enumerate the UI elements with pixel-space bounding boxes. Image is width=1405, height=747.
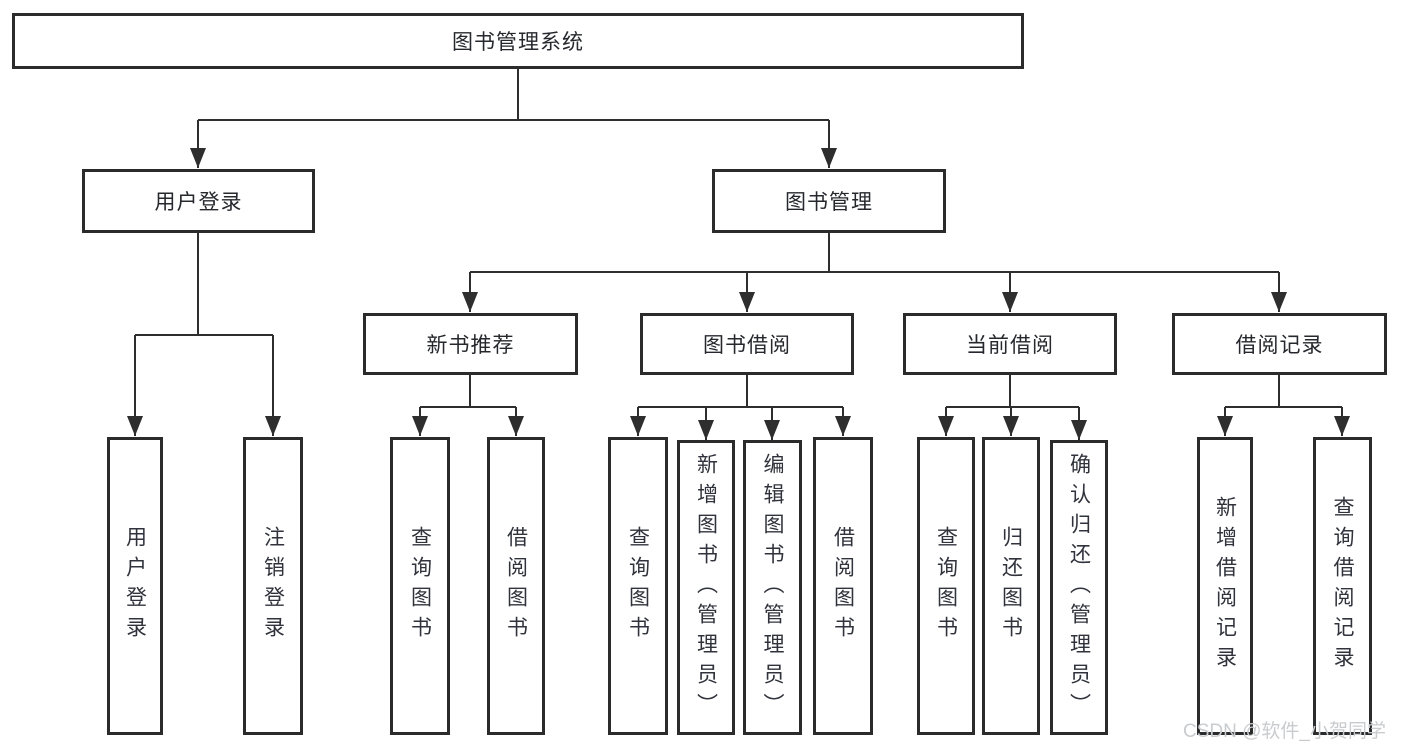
leaf-edit-book-admin: 编辑图书（管理员） xyxy=(743,440,802,735)
node-book-borrow-label: 图书借阅 xyxy=(703,334,791,357)
leaf-query-books-3: 查询图书 xyxy=(917,437,975,735)
leaf-query-borrow-record-label: 查询借阅记录 xyxy=(1331,496,1355,676)
leaf-borrow-books-2: 借阅图书 xyxy=(813,437,873,735)
node-book-management: 图书管理 xyxy=(712,169,946,233)
node-root: 图书管理系统 xyxy=(12,13,1024,69)
leaf-query-borrow-record: 查询借阅记录 xyxy=(1313,437,1372,735)
connector-book-management-rail xyxy=(470,233,1279,273)
connector-borrow-records-rail xyxy=(1225,375,1342,408)
leaf-add-book-admin: 新增图书（管理员） xyxy=(677,440,735,735)
node-borrow-records-label: 借阅记录 xyxy=(1235,334,1324,357)
node-user-login: 用户登录 xyxy=(82,169,315,233)
node-user-login-label: 用户登录 xyxy=(154,191,243,214)
leaf-confirm-return-admin: 确认归还（管理员） xyxy=(1050,440,1108,735)
node-new-book-recommend-label: 新书推荐 xyxy=(426,334,515,357)
connector-book-borrow-rail xyxy=(638,375,843,408)
leaf-borrow-books-1-label: 借阅图书 xyxy=(504,526,528,646)
node-book-borrow: 图书借阅 xyxy=(640,313,854,375)
leaf-query-books-1: 查询图书 xyxy=(390,437,450,735)
leaf-query-books-2: 查询图书 xyxy=(608,437,668,735)
leaf-edit-book-admin-label: 编辑图书（管理员） xyxy=(761,452,785,723)
node-book-management-label: 图书管理 xyxy=(785,191,873,214)
leaf-add-borrow-record-label: 新增借阅记录 xyxy=(1213,496,1237,676)
leaf-logout-label: 注销登录 xyxy=(261,526,285,646)
leaf-logout: 注销登录 xyxy=(243,437,303,735)
leaf-borrow-books-2-label: 借阅图书 xyxy=(831,526,855,646)
leaf-user-login: 用户登录 xyxy=(107,437,163,735)
leaf-add-book-admin-label: 新增图书（管理员） xyxy=(694,452,718,723)
connector-root-rail xyxy=(198,69,829,121)
csdn-watermark: CSDN @软件_小贺同学 xyxy=(1183,721,1386,742)
leaf-query-books-1-label: 查询图书 xyxy=(408,526,432,646)
node-current-borrow-label: 当前借阅 xyxy=(966,334,1054,357)
leaf-confirm-return-admin-label: 确认归还（管理员） xyxy=(1067,452,1091,723)
node-new-book-recommend: 新书推荐 xyxy=(363,313,578,375)
connector-new-book-rail xyxy=(420,375,516,408)
connector-user-login-rail xyxy=(135,233,273,336)
node-root-label: 图书管理系统 xyxy=(452,31,584,54)
leaf-borrow-books-1: 借阅图书 xyxy=(487,437,545,735)
node-borrow-records: 借阅记录 xyxy=(1172,313,1387,375)
leaf-add-borrow-record: 新增借阅记录 xyxy=(1197,437,1253,735)
leaf-user-login-label: 用户登录 xyxy=(123,526,147,646)
leaf-return-book-label: 归还图书 xyxy=(999,526,1023,646)
node-current-borrow: 当前借阅 xyxy=(903,313,1117,375)
leaf-query-books-2-label: 查询图书 xyxy=(626,526,650,646)
leaf-return-book: 归还图书 xyxy=(982,437,1040,735)
connector-current-borrow-rail xyxy=(946,375,1079,408)
leaf-query-books-3-label: 查询图书 xyxy=(934,526,958,646)
